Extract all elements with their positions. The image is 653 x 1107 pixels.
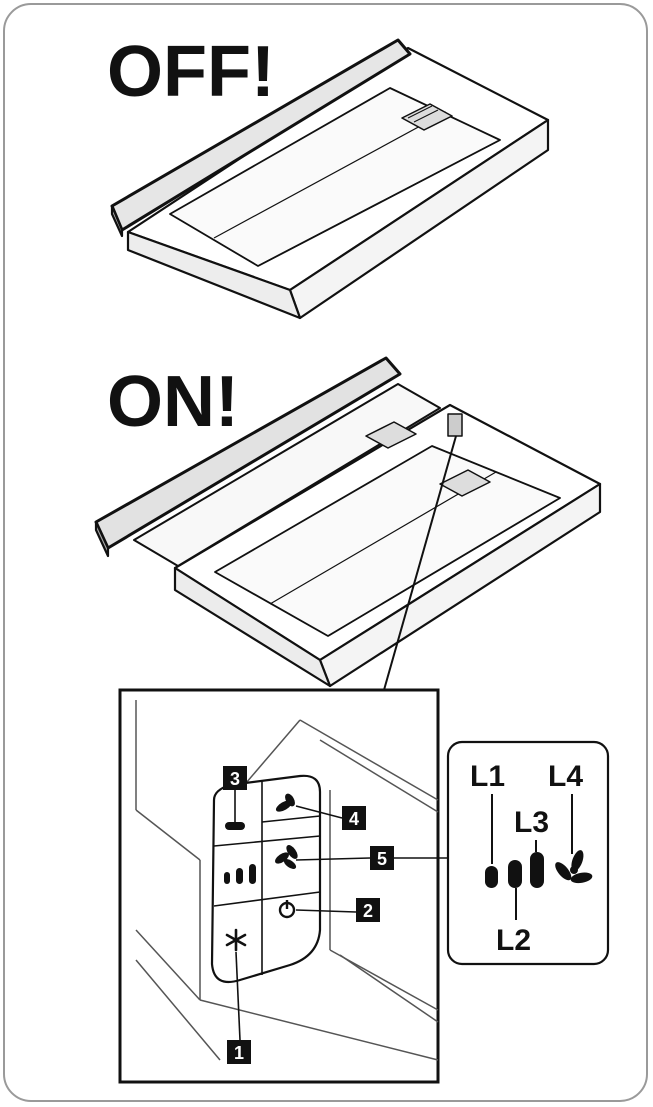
hood-extended [94,356,602,688]
callout-2-label: 2 [363,901,373,921]
off-heading: OFF! [107,32,275,112]
indicator-legend: L1 L4 L3 L2 [446,740,610,966]
fan-max-icon[interactable] [273,843,300,871]
callout-4 [342,806,366,830]
led-l3 [530,852,544,888]
callout-5-label: 5 [377,849,387,869]
panel-level-leds [224,864,256,884]
indicator-l3-label: L3 [514,806,549,839]
hood-closed [110,38,550,320]
fan-minus-icon[interactable] [225,822,245,830]
indicator-l2-label: L2 [496,924,531,957]
fan-plus-icon[interactable] [274,792,297,814]
on-heading: ON! [107,362,239,442]
led-l2 [508,860,522,888]
leader-line [383,435,457,691]
callout-3-label: 3 [230,769,240,789]
callout-4-label: 4 [349,809,359,829]
callout-3 [223,766,247,790]
fan-level-icon [555,850,593,884]
indicator-l4-label: L4 [548,760,583,793]
asterisk-light-icon[interactable] [225,928,247,952]
callout-2 [356,898,380,922]
indicator-l1-label: L1 [470,760,505,793]
callout-1-label: 1 [234,1043,244,1063]
callout-5 [370,846,394,870]
power-icon[interactable] [278,900,296,919]
callout-1 [227,1040,251,1064]
control-panel-inset: 3 4 5 2 1 [118,688,440,1084]
led-l1 [485,866,498,888]
